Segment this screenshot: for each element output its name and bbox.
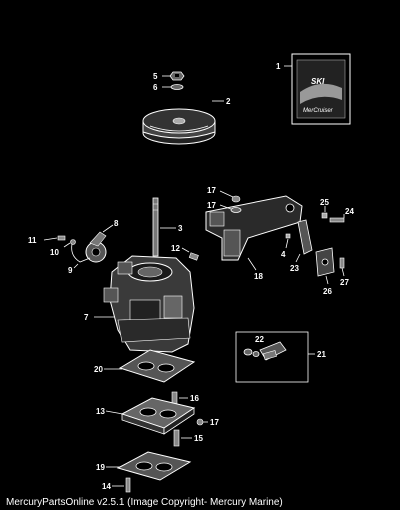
bracket-27-part[interactable] <box>315 247 335 277</box>
nut-17-lower-part[interactable] <box>196 418 204 426</box>
callout-25[interactable]: 24 <box>345 207 354 216</box>
carburetor-part[interactable] <box>103 255 195 353</box>
callout-28[interactable]: 27 <box>340 278 349 287</box>
nut-part[interactable] <box>169 71 185 81</box>
screw-12-part[interactable] <box>188 252 199 261</box>
lever-24-part[interactable] <box>297 219 313 255</box>
screw-11-part[interactable] <box>57 235 66 241</box>
screw-28-part[interactable] <box>339 257 345 269</box>
callout-27[interactable]: 26 <box>323 287 332 296</box>
callout-7[interactable]: 7 <box>84 313 89 322</box>
callout-9[interactable]: 9 <box>68 266 73 275</box>
callout-24[interactable]: 23 <box>290 264 299 273</box>
link-rod-part[interactable] <box>71 243 91 263</box>
clip-part[interactable] <box>70 239 76 245</box>
callout-11[interactable]: 11 <box>28 236 37 245</box>
callout-26[interactable]: 25 <box>320 198 329 207</box>
callout-16[interactable]: 16 <box>190 394 199 403</box>
fuel-inlet-23-part[interactable] <box>243 348 260 357</box>
decal-brand-text: MerCruiser <box>303 108 334 114</box>
callout-17-upper[interactable]: 17 <box>207 186 216 195</box>
callout-17-lower[interactable]: 17 <box>210 418 219 427</box>
fuel-fitting-22-part[interactable] <box>259 341 287 361</box>
throttle-bracket-part[interactable] <box>205 195 303 261</box>
flame-arrestor-part[interactable] <box>142 108 216 145</box>
callout-15[interactable]: 15 <box>194 434 203 443</box>
callout-14[interactable]: 14 <box>102 482 111 491</box>
bolt-25-part[interactable] <box>329 217 345 223</box>
choke-bracket-part[interactable] <box>85 231 107 263</box>
callout-6[interactable]: 6 <box>153 83 158 92</box>
inlet-callout-box <box>235 331 309 383</box>
callout-10[interactable]: 10 <box>50 248 59 257</box>
callout-20[interactable]: 19 <box>96 463 105 472</box>
callout-22[interactable]: 21 <box>317 350 326 359</box>
stud-14-part[interactable] <box>125 477 131 493</box>
callout-4[interactable]: 4 <box>281 250 286 259</box>
washer-18-part[interactable] <box>230 207 242 213</box>
callout-1[interactable]: 1 <box>276 62 281 71</box>
nut-17-upper-part[interactable] <box>231 195 241 203</box>
pin-4-part[interactable] <box>285 233 291 239</box>
spacer-26-part[interactable] <box>321 212 328 219</box>
callout-3[interactable]: 3 <box>178 224 183 233</box>
stud-15-part[interactable] <box>173 429 180 447</box>
stud-part[interactable] <box>152 197 159 257</box>
copyright-caption: MercuryPartsOnline v2.5.1 (Image Copyrig… <box>6 497 283 508</box>
callout-2[interactable]: 2 <box>226 97 231 106</box>
washer-part[interactable] <box>170 84 184 90</box>
callout-23[interactable]: 22 <box>255 335 264 344</box>
callout-19[interactable]: 18 <box>254 272 263 281</box>
decal-ski-text: SKI <box>311 77 325 86</box>
callout-12[interactable]: 12 <box>171 244 180 253</box>
callout-18[interactable]: 17 <box>207 201 216 210</box>
callout-21[interactable]: 20 <box>94 365 103 374</box>
callout-8[interactable]: 8 <box>114 219 119 228</box>
gasket-20-part[interactable] <box>116 451 192 481</box>
callout-5[interactable]: 5 <box>153 72 158 81</box>
callout-13[interactable]: 13 <box>96 407 105 416</box>
decal-part[interactable]: SKI MerCruiser <box>291 53 351 125</box>
gasket-21-part[interactable] <box>118 349 196 383</box>
spacer-part[interactable] <box>120 397 196 435</box>
